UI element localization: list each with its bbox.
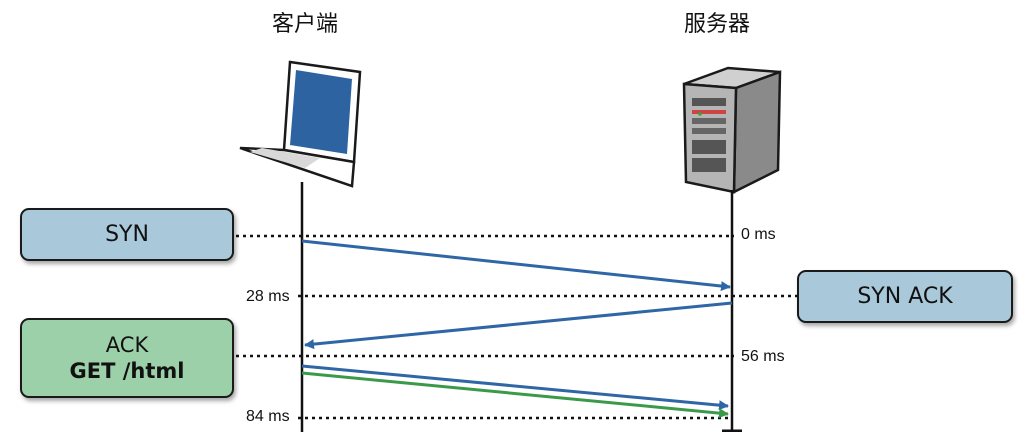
- synack-message-box: SYN ACK: [797, 270, 1013, 323]
- time-label-84ms: 84 ms: [246, 408, 290, 425]
- time-label-28ms: 28 ms: [246, 288, 290, 305]
- synack-label: SYN ACK: [857, 284, 953, 309]
- syn-label: SYN: [105, 222, 149, 247]
- server-title: 服务器: [684, 12, 751, 37]
- get-arrow: [301, 371, 729, 419]
- get-html-label: GET /html: [69, 359, 185, 383]
- syn-message-box: SYN: [20, 208, 234, 261]
- client-title: 客户端: [272, 12, 339, 37]
- laptop-icon: [239, 60, 362, 188]
- ack-label: ACK: [105, 333, 149, 357]
- server-tower-icon: [682, 66, 782, 195]
- time-guides: [236, 234, 798, 420]
- ack-get-message-box: ACK GET /html: [20, 318, 234, 398]
- ack-arrow: [301, 364, 729, 411]
- time-label-0ms: 0 ms: [741, 226, 776, 243]
- synack-arrow: [304, 301, 733, 350]
- syn-arrow: [301, 239, 731, 292]
- time-label-56ms: 56 ms: [741, 348, 785, 365]
